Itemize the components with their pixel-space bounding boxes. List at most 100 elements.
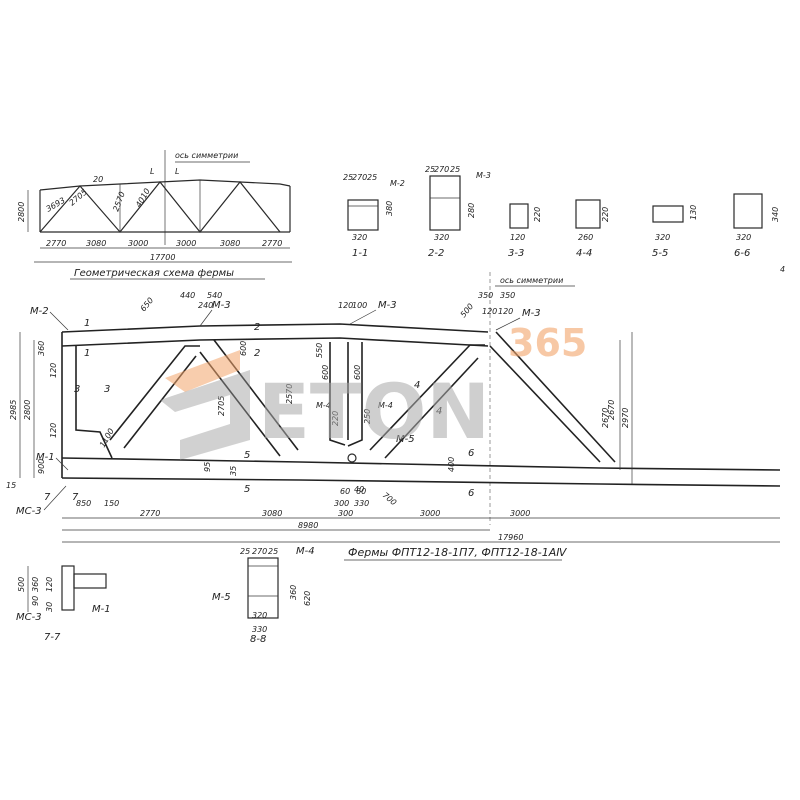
sec44-name: 4-4 xyxy=(576,248,592,259)
top-dim-8: 350 xyxy=(500,291,515,300)
left-dim-900: 900 xyxy=(37,459,46,474)
inner-dim-2570: 2570 xyxy=(285,384,294,404)
bottom-small-850: 850 xyxy=(76,499,91,508)
scheme-diag-4: 4010 xyxy=(134,187,152,209)
cut-5a: 5 xyxy=(244,450,250,461)
diagonal-4b xyxy=(495,331,616,463)
cut-2b: 2 xyxy=(254,348,260,359)
watermark-logo-top xyxy=(165,350,240,392)
diagonal-3a xyxy=(369,344,485,451)
cut-3b: 3 xyxy=(104,384,110,395)
sec88-name: 8-8 xyxy=(250,634,266,645)
post-mid-a xyxy=(329,342,346,446)
sec77-name: 7-7 xyxy=(44,632,61,643)
top-dim-10: 120 xyxy=(482,307,497,316)
top-chord-lower xyxy=(61,337,489,347)
cut-1a: 1 xyxy=(84,318,90,329)
mark-m3-a-leader xyxy=(199,309,213,327)
mark-m5: М-5 xyxy=(396,434,415,445)
right-dim-2970: 2970 xyxy=(621,408,630,428)
section-6-6: 340 320 6-6 xyxy=(733,193,780,259)
top-dim-1: 440 xyxy=(180,291,195,300)
truss-symmetry-label: ось симметрии xyxy=(500,276,563,285)
sec55-shape xyxy=(652,205,684,223)
watermark: 365 ETON xyxy=(160,321,587,460)
mark-m2-leader xyxy=(49,311,69,331)
sec44-side: 220 xyxy=(601,207,610,222)
scheme-title: Геометрическая схема фермы xyxy=(74,268,234,279)
section-5-5: 130 320 5-5 xyxy=(652,205,698,259)
right-dim-2670: 2670 xyxy=(601,408,610,428)
cut-5b: 5 xyxy=(244,484,250,495)
sec66-bottom: 320 xyxy=(736,233,751,242)
sec44-shape xyxy=(575,199,601,229)
sec11-name: 1-1 xyxy=(352,248,368,259)
inner-dim-600c: 600 xyxy=(353,365,362,380)
cut-3a: 3 xyxy=(74,384,80,395)
sec22-side: 280 xyxy=(467,203,476,218)
top-dim-9: 500 xyxy=(459,302,476,319)
scheme-diag-3: 2570 xyxy=(111,190,126,212)
inner-dim-2670: 2670 xyxy=(607,400,616,420)
sec88-shape xyxy=(247,557,279,619)
left-dim-35: 35 xyxy=(229,466,238,476)
inner-dim-60b: 60 xyxy=(356,487,366,496)
mark-mc3: МС-3 xyxy=(16,506,42,517)
sec88-bottom-320: 320 xyxy=(252,611,267,620)
section-1-1: 25 270 25 М-2 380 320 1-1 xyxy=(343,173,405,259)
mark-m3-c-leader xyxy=(495,317,521,331)
sec88-dim-a: 25 xyxy=(240,547,250,556)
sec33-name: 3-3 xyxy=(508,248,524,259)
sec22-dim-b: 270 xyxy=(434,165,449,174)
cut-6b: 6 xyxy=(468,488,474,499)
section-3-3: 220 120 3-3 xyxy=(508,203,542,259)
scheme-total: 17700 xyxy=(150,253,175,262)
span-3000a: 3000 xyxy=(420,509,440,518)
scheme-top-chord xyxy=(39,179,291,191)
bottom-chord-upper xyxy=(61,457,781,471)
inner-dim-700: 700 xyxy=(381,491,398,508)
scheme-span-2: 3080 xyxy=(86,239,106,248)
sec22-dim-a: 25 xyxy=(425,165,435,174)
sec88-side-360: 360 xyxy=(289,585,298,600)
top-dim-7: 350 xyxy=(478,291,493,300)
span-half: 8980 xyxy=(298,521,318,530)
mark-m3-c: М-3 xyxy=(522,308,541,319)
sec55-side: 130 xyxy=(689,205,698,220)
inner-dim-600a: 600 xyxy=(239,341,248,356)
sec22-shape xyxy=(429,175,461,231)
scheme-span-1: 2770 xyxy=(46,239,66,248)
inner-dim-400: 400 xyxy=(447,457,456,472)
top-chord-upper xyxy=(61,323,489,333)
scheme-span-3: 3000 xyxy=(128,239,148,248)
sec77-mark-m1: М-1 xyxy=(92,604,111,615)
mark-m3-a: М-3 xyxy=(212,300,231,311)
sec77-dim-500: 500 xyxy=(17,577,26,592)
sec22-dim-c: 25 xyxy=(450,165,460,174)
sec33-bottom: 120 xyxy=(510,233,525,242)
bottom-small-40: 40 xyxy=(354,485,364,494)
sec77-dim-30: 30 xyxy=(45,602,54,612)
sec55-bottom: 320 xyxy=(655,233,670,242)
geometric-scheme: ось симметрии 20 L L 3693 2705 2570 4010… xyxy=(17,150,292,280)
sec66-name: 6-6 xyxy=(734,248,750,259)
sec77-shape xyxy=(61,565,75,611)
sec22-mark: М-3 xyxy=(476,171,491,180)
inner-dim-550: 550 xyxy=(315,343,324,358)
top-dim-2: 540 xyxy=(207,291,222,300)
scheme-span-5: 3080 xyxy=(220,239,240,248)
left-dim-120b: 120 xyxy=(49,423,58,438)
scheme-diag-2: 2705 xyxy=(68,188,89,208)
cut-4a: 4 xyxy=(414,380,420,391)
sec22-name: 2-2 xyxy=(428,248,444,259)
bottom-small-330: 330 xyxy=(354,499,369,508)
sec88-mark-m5: М-5 xyxy=(212,592,231,603)
mark-m4-a: М-4 xyxy=(316,401,331,410)
sec33-side: 220 xyxy=(533,207,542,222)
sec22-bottom: 320 xyxy=(434,233,449,242)
bottom-small-150: 150 xyxy=(104,499,119,508)
bottom-small-300: 300 xyxy=(338,509,353,518)
inner-dim-1100: 1100 xyxy=(98,427,116,449)
cut-6a: 6 xyxy=(468,448,474,459)
